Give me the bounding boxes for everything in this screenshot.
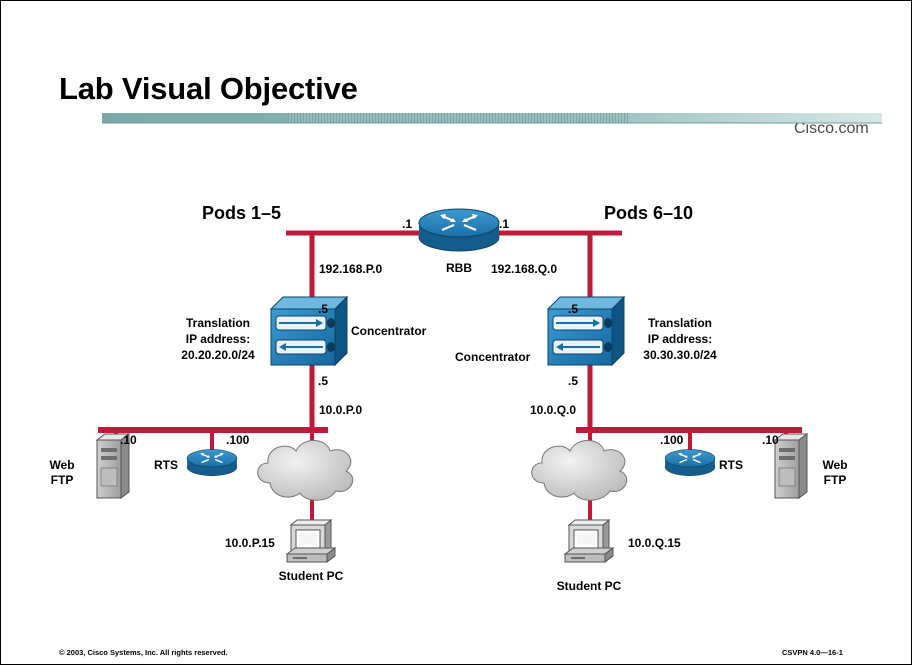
right-translation-line1: Translation <box>648 316 712 330</box>
right-server-icon[interactable] <box>774 433 808 499</box>
right-lower-network: 10.0.Q.0 <box>530 403 576 417</box>
left-student-pc-icon[interactable] <box>286 519 336 563</box>
left-rts-router-icon[interactable] <box>186 448 238 477</box>
left-concentrator-icon[interactable] <box>270 296 348 366</box>
header-stripe <box>102 113 882 124</box>
left-server-ip: .10 <box>120 433 137 447</box>
right-rts-label: RTS <box>719 458 743 472</box>
rbb-left-ip: .1 <box>402 217 412 231</box>
right-rts-ip: .100 <box>660 433 684 447</box>
left-concentrator-label: Concentrator <box>351 324 427 338</box>
left-cloud-icon <box>257 440 354 501</box>
right-cloud-icon <box>531 440 628 501</box>
left-translation-line3: 20.20.20.0/24 <box>181 348 255 362</box>
diagram-labels: Pods 1–5 Pods 6–10 .1 .1 RBB 192.168.P.0… <box>49 203 847 593</box>
right-pc-ip: 10.0.Q.15 <box>628 536 681 550</box>
rbb-router-icon[interactable] <box>417 207 501 253</box>
rbb-right-ip: .1 <box>499 217 509 231</box>
left-server-label-line2: FTP <box>51 473 74 487</box>
right-group-label: Pods 6–10 <box>604 203 693 223</box>
left-conc-outside-ip: .5 <box>318 302 328 316</box>
right-translation-line3: 30.30.30.0/24 <box>643 348 717 362</box>
cisco-brand: Cisco.com <box>794 120 869 137</box>
left-rts-ip: .100 <box>226 433 250 447</box>
right-pc-label: Student PC <box>557 579 622 593</box>
right-concentrator-label: Concentrator <box>455 350 531 364</box>
right-server-label-line2: FTP <box>824 473 847 487</box>
left-lower-network: 10.0.P.0 <box>319 403 362 417</box>
course-code: CSVPN 4.0—16-1 <box>782 648 843 657</box>
right-server-ip: .10 <box>762 433 779 447</box>
right-rts-router-icon[interactable] <box>664 448 716 477</box>
network-links <box>98 230 802 532</box>
left-rts-label: RTS <box>154 458 178 472</box>
left-pc-ip: 10.0.P.15 <box>225 536 275 550</box>
right-translation-line2: IP address: <box>648 332 712 346</box>
rbb-label: RBB <box>446 261 472 275</box>
copyright-notice: © 2003, Cisco Systems, Inc. All rights r… <box>59 648 228 657</box>
right-student-pc-icon[interactable] <box>564 519 614 563</box>
left-translation-line1: Translation <box>186 316 250 330</box>
left-translation-line2: IP address: <box>186 332 250 346</box>
right-conc-outside-ip: .5 <box>568 302 578 316</box>
right-upper-network: 192.168.Q.0 <box>491 262 557 276</box>
right-conc-inside-ip: .5 <box>568 374 578 388</box>
slide-title: Lab Visual Objective <box>59 71 358 106</box>
right-server-label-line1: Web <box>822 458 847 472</box>
left-server-label-line1: Web <box>49 458 74 472</box>
left-pc-label: Student PC <box>279 569 344 583</box>
left-conc-inside-ip: .5 <box>318 374 328 388</box>
left-group-label: Pods 1–5 <box>202 203 281 223</box>
left-upper-network: 192.168.P.0 <box>319 262 383 276</box>
right-concentrator-icon[interactable] <box>547 296 625 366</box>
